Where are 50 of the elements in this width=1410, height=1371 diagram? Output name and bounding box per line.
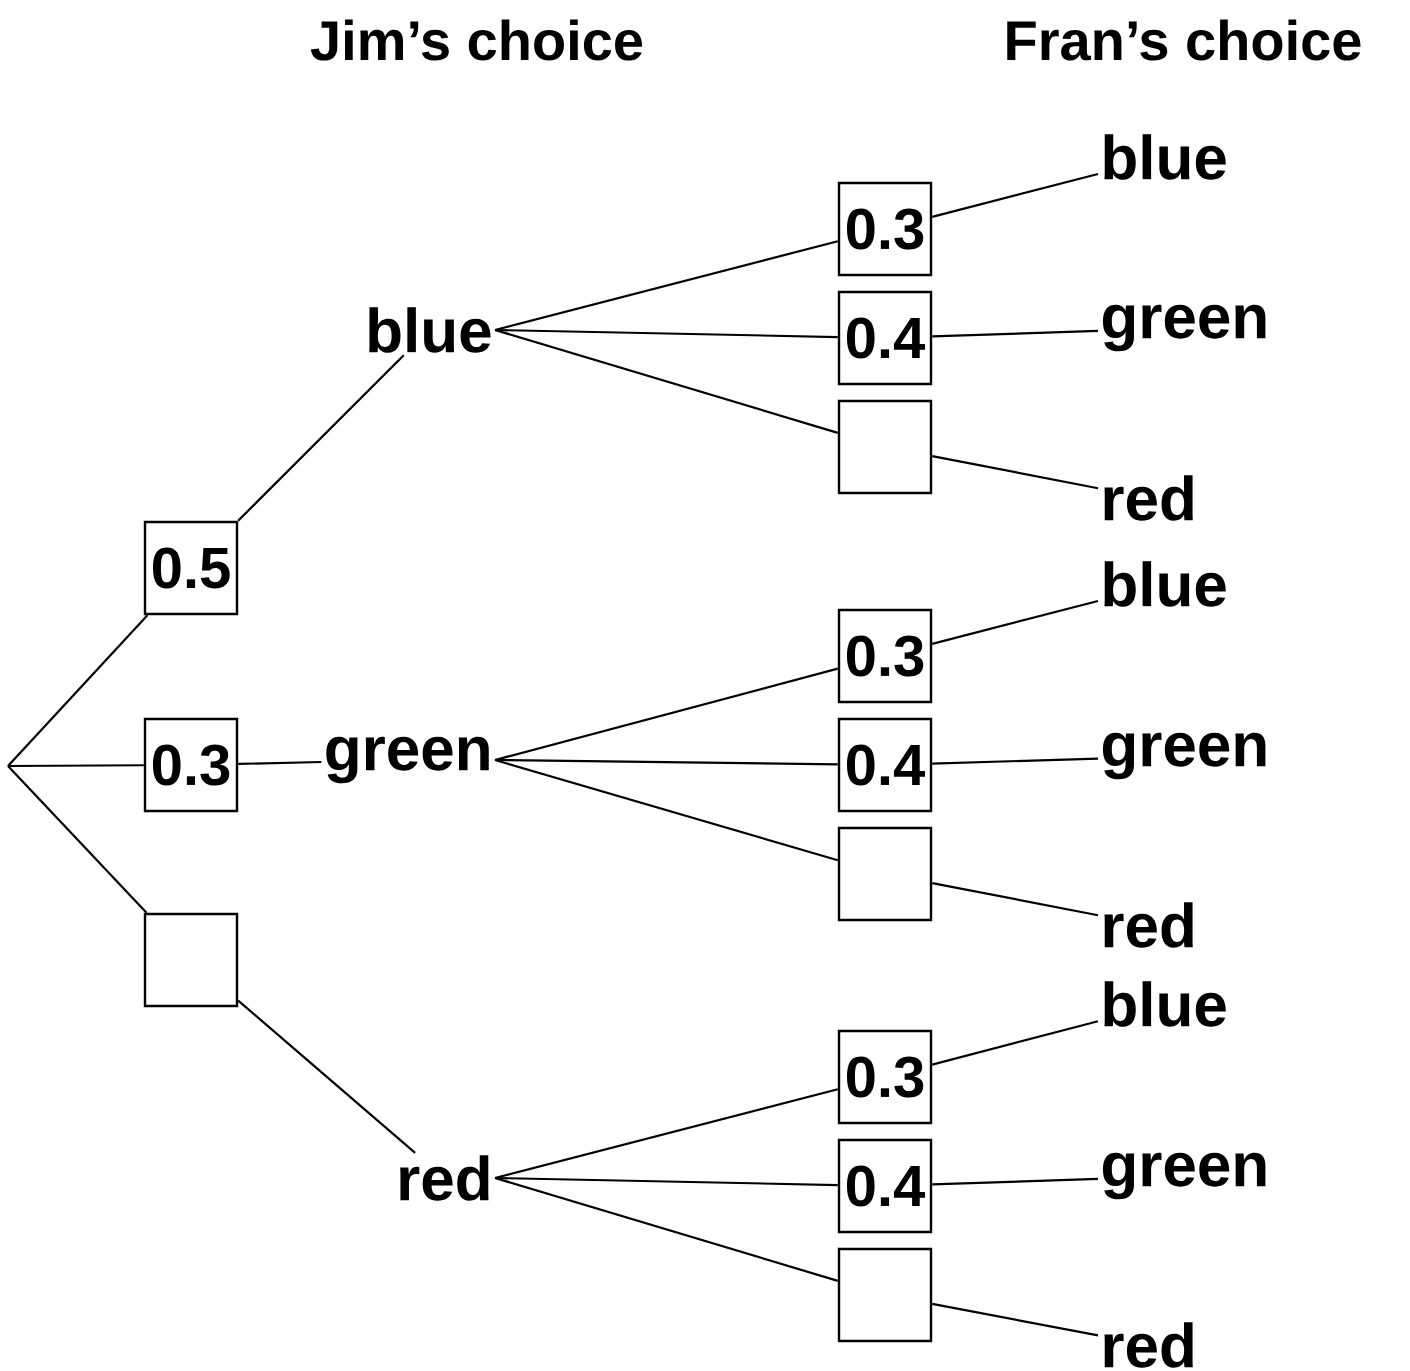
branch-line bbox=[495, 758, 838, 766]
column-heading: Fran’s choice bbox=[1007, 19, 1361, 61]
branch-line bbox=[494, 1176, 838, 1187]
branch-line bbox=[932, 757, 1099, 765]
outcome-label: red bbox=[1104, 1322, 1193, 1368]
branch-line bbox=[932, 455, 1099, 490]
empty-answer-box bbox=[837, 399, 933, 495]
branch-line bbox=[494, 1088, 839, 1180]
branch-line bbox=[237, 354, 405, 522]
branch-line bbox=[494, 328, 839, 434]
branch-line bbox=[931, 1020, 1099, 1066]
branch-line bbox=[494, 667, 839, 762]
outcome-label: green bbox=[1102, 1152, 1266, 1200]
empty-answer-box bbox=[837, 826, 933, 922]
outcome-label: red bbox=[1104, 902, 1193, 948]
branch-line bbox=[7, 765, 148, 914]
branch-line bbox=[7, 614, 149, 767]
branch-line bbox=[931, 599, 1099, 645]
probability-box: 0.3 bbox=[143, 717, 239, 813]
branch-line bbox=[8, 764, 144, 768]
probability-box: 0.4 bbox=[837, 290, 933, 386]
empty-answer-box bbox=[837, 1247, 933, 1343]
outcome-label: blue bbox=[1104, 134, 1226, 180]
branch-line bbox=[932, 1177, 1099, 1186]
column-heading: Jim’s choice bbox=[310, 19, 643, 61]
outcome-label: blue bbox=[369, 307, 491, 353]
branch-line bbox=[932, 882, 1099, 917]
outcome-label: green bbox=[326, 736, 489, 784]
branch-line bbox=[494, 1176, 839, 1282]
outcome-label: blue bbox=[1104, 561, 1226, 607]
probability-box: 0.3 bbox=[837, 608, 933, 704]
branch-line bbox=[931, 172, 1099, 218]
probability-box: 0.3 bbox=[837, 1029, 933, 1125]
outcome-label: red bbox=[400, 1155, 489, 1201]
branch-line bbox=[237, 999, 416, 1154]
branch-line bbox=[494, 328, 838, 339]
branch-line bbox=[494, 240, 839, 332]
branch-line bbox=[494, 758, 839, 862]
outcome-label: green bbox=[1102, 304, 1266, 352]
probability-box: 0.4 bbox=[837, 717, 933, 813]
outcome-label: blue bbox=[1104, 981, 1226, 1027]
outcome-label: green bbox=[1102, 732, 1266, 780]
branch-line bbox=[932, 1302, 1099, 1337]
branch-line bbox=[238, 760, 322, 765]
probability-box: 0.4 bbox=[837, 1138, 933, 1234]
probability-box: 0.3 bbox=[837, 181, 933, 277]
empty-answer-box bbox=[143, 912, 239, 1008]
outcome-label: red bbox=[1104, 475, 1193, 521]
branch-line bbox=[932, 329, 1099, 338]
probability-box: 0.5 bbox=[143, 520, 239, 616]
